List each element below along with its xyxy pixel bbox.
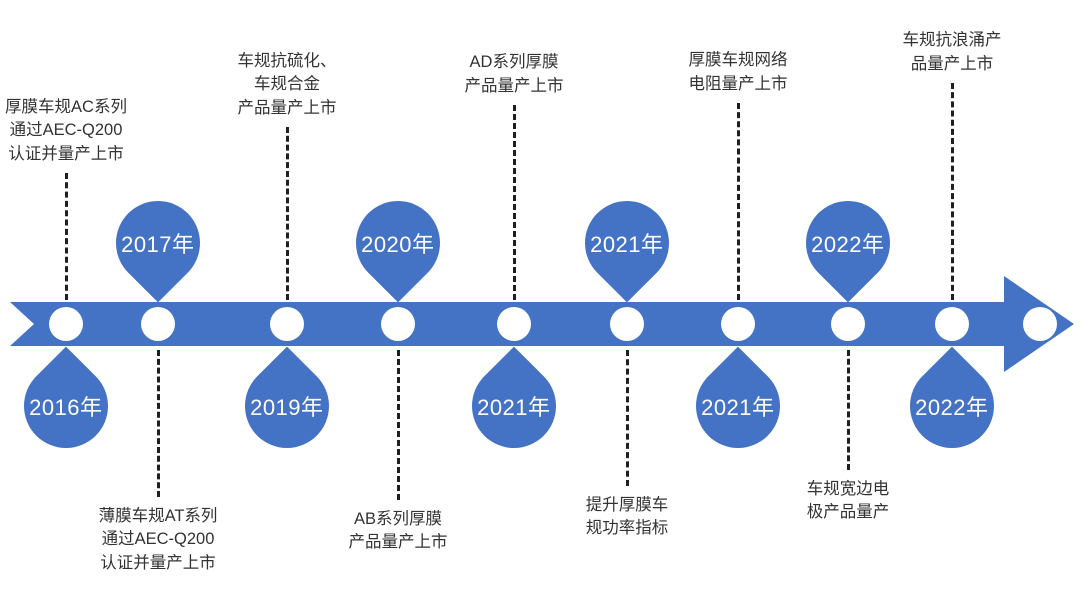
year-label: 2021年 xyxy=(590,231,664,257)
dash-connector xyxy=(513,105,516,300)
dash-connector xyxy=(951,83,954,300)
milestone-label: AB系列厚膜 产品量产上市 xyxy=(348,510,448,552)
year-label: 2017年 xyxy=(121,231,195,257)
timeline-dot xyxy=(270,307,304,341)
timeline-dot xyxy=(141,307,175,341)
timeline-dot xyxy=(721,307,755,341)
milestone-label: 薄膜车规AT系列 通过AEC-Q200 认证并量产上市 xyxy=(98,507,218,572)
dash-connector xyxy=(65,173,68,300)
timeline-dot xyxy=(497,307,531,341)
milestone-label: 车规抗浪涌产 品量产上市 xyxy=(902,31,1002,73)
year-label: 2022年 xyxy=(915,395,989,421)
year-label: 2019年 xyxy=(250,395,324,421)
dash-connector xyxy=(286,127,289,300)
milestone-label: 厚膜车规网络 电阻量产上市 xyxy=(688,51,788,93)
milestone-label: 提升厚膜车 规功率指标 xyxy=(585,496,669,538)
year-label: 2021年 xyxy=(701,395,775,421)
timeline-ribbon-shape xyxy=(10,276,1074,372)
timeline-terminal-dot xyxy=(1023,307,1057,341)
year-label: 2021年 xyxy=(477,395,551,421)
dash-connector xyxy=(397,350,400,500)
milestone-label: 厚膜车规AC系列 通过AEC-Q200 认证并量产上市 xyxy=(5,97,127,163)
year-label: 2022年 xyxy=(811,231,885,257)
milestone-label: AD系列厚膜 产品量产上市 xyxy=(464,53,564,95)
dash-connector xyxy=(737,103,740,300)
timeline-dot xyxy=(381,307,415,341)
timeline-dot xyxy=(831,307,865,341)
timeline-dot xyxy=(49,307,83,341)
year-label: 2016年 xyxy=(29,395,103,421)
timeline-dot xyxy=(610,307,644,341)
dash-connector xyxy=(157,350,160,497)
dash-connector xyxy=(626,350,629,486)
timeline-dot xyxy=(935,307,969,341)
dash-connector xyxy=(847,350,850,470)
milestone-label: 车规抗硫化、 车规合金 产品量产上市 xyxy=(237,51,337,117)
milestone-label: 车规宽边电 极产品量产 xyxy=(806,480,890,522)
year-label: 2020年 xyxy=(361,231,435,257)
